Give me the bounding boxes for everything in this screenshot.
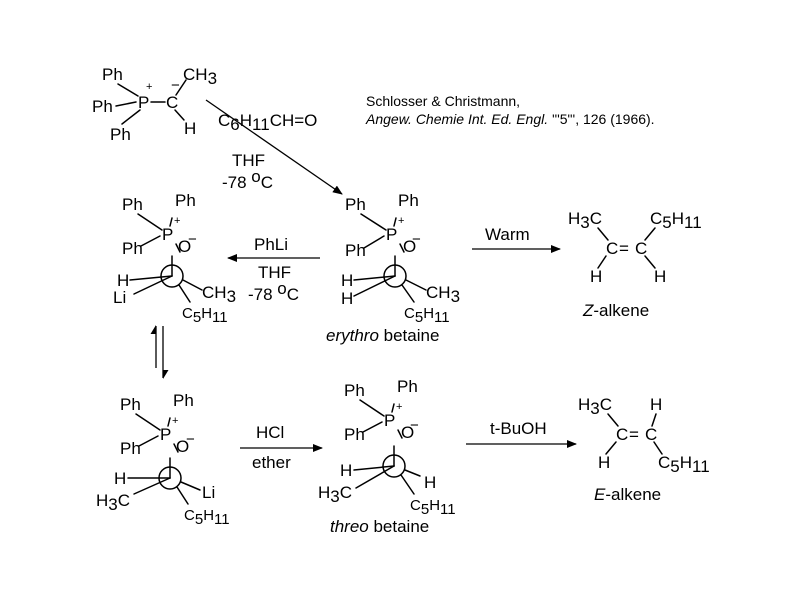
step1-temperature: -78 oC <box>222 167 273 192</box>
erythro-label: erythro betaine <box>326 326 439 345</box>
lithio-phosphorus: P <box>162 225 173 244</box>
e-c5h11: C5H11 <box>658 453 710 476</box>
threo-ph-1: Ph <box>344 381 365 400</box>
threo-lithio-ph-1: Ph <box>120 395 141 414</box>
threo-h3c: H3C <box>318 483 352 506</box>
lithio-betaine-erythro: Ph Ph Ph P + O − H Li CH3 C5H11 <box>113 191 236 326</box>
threo-lithio-c5h11: C5H11 <box>184 507 230 528</box>
step2-temperature: -78 oC <box>248 279 299 304</box>
erythro-c5h11: C5H11 <box>404 305 450 326</box>
equilibrium-arrows <box>150 325 169 379</box>
step2-solvent: THF <box>258 263 291 282</box>
z-h-left: H <box>590 267 602 286</box>
e-c1: C <box>616 425 628 444</box>
lithio-li: Li <box>113 288 126 307</box>
ylide-phosphorus: P <box>138 93 149 112</box>
threo-h-left: H <box>340 461 352 480</box>
ylide-h: H <box>184 119 196 138</box>
e-h3c: H3C <box>578 395 612 418</box>
aldehyde-reagent: C6H11CH=O <box>218 111 317 134</box>
tbuoh-label: t-BuOH <box>490 419 547 438</box>
z-h3c: H3C <box>568 209 602 232</box>
lithio-ph-2: Ph <box>175 191 196 210</box>
lithio-betaine-threo: Ph Ph Ph P + O − H H3C Li C5H11 <box>96 391 230 528</box>
z-h-right: H <box>654 267 666 286</box>
threo-lithio-phosphorus: P <box>160 425 171 444</box>
threo-label: threo betaine <box>330 517 429 536</box>
erythro-plus: + <box>398 215 404 227</box>
erythro-ch3: CH3 <box>426 283 460 306</box>
step1-solvent: THF <box>232 151 265 170</box>
z-alkene-structure: H3C C5H11 C = C H H <box>568 209 702 286</box>
e-double-bond: = <box>629 425 639 444</box>
reference-authors: Schlosser & Christmann, <box>366 93 520 109</box>
erythro-ph-2: Ph <box>398 191 419 210</box>
threo-lithio-oxygen: O <box>176 437 189 456</box>
erythro-phosphorus: P <box>386 225 397 244</box>
ether-label: ether <box>252 453 291 472</box>
erythro-betaine: Ph Ph Ph P + O − H H CH3 C5H11 <box>341 191 460 326</box>
threo-lithio-li: Li <box>202 483 215 502</box>
lithio-minus: − <box>188 231 197 248</box>
ylide-ph-bottom: Ph <box>110 125 131 144</box>
z-c1: C <box>606 239 618 258</box>
threo-h-right: H <box>424 473 436 492</box>
z-double-bond: = <box>619 239 629 258</box>
threo-c5h11: C5H11 <box>410 497 456 518</box>
erythro-minus: − <box>412 231 421 248</box>
e-alkene-structure: H3C H C = C H C5H11 <box>578 395 710 476</box>
warm-label: Warm <box>485 225 530 244</box>
threo-oxygen: O <box>401 423 414 442</box>
threo-lithio-h3c: H3C <box>96 491 130 514</box>
aldehyde-formula: C6H11CH=O <box>218 111 317 134</box>
erythro-oxygen: O <box>403 237 416 256</box>
ylide-ch3: CH3 <box>183 65 217 88</box>
lithio-ph-1: Ph <box>122 195 143 214</box>
lithio-plus: + <box>174 215 180 227</box>
literature-reference: Schlosser & Christmann, Angew. Chemie In… <box>365 93 655 127</box>
lithio-h: H <box>117 271 129 290</box>
threo-phosphorus: P <box>384 411 395 430</box>
threo-lithio-h: H <box>114 469 126 488</box>
threo-minus: − <box>410 417 419 434</box>
threo-lithio-plus: + <box>172 415 178 427</box>
threo-plus: + <box>396 401 402 413</box>
ylide-structure: Ph Ph Ph P + C − CH3 H <box>92 65 217 144</box>
lithio-ch3: CH3 <box>202 283 236 306</box>
ylide-carbanion: C <box>166 93 178 112</box>
e-h-bottom: H <box>598 453 610 472</box>
ylide-ph-top: Ph <box>102 65 123 84</box>
hcl-label: HCl <box>256 423 284 442</box>
threo-ph-3: Ph <box>344 425 365 444</box>
phli-label: PhLi <box>254 235 288 254</box>
erythro-ph-3: Ph <box>345 241 366 260</box>
lithio-c5h11: C5H11 <box>182 305 228 326</box>
z-alkene-label: Z-alkene <box>582 301 649 320</box>
ylide-minus-charge: − <box>171 77 180 94</box>
ylide-ph-left: Ph <box>92 97 113 116</box>
z-c2: C <box>635 239 647 258</box>
reference-citation: Angew. Chemie Int. Ed. Engl."'5"', 126 (… <box>365 111 655 127</box>
z-c5h11: C5H11 <box>650 209 702 232</box>
threo-ph-2: Ph <box>397 377 418 396</box>
arrow-ylide-to-erythro <box>205 99 343 195</box>
e-c2: C <box>645 425 657 444</box>
erythro-h-lower: H <box>341 289 353 308</box>
threo-lithio-ph-3: Ph <box>120 439 141 458</box>
e-alkene-label: E-alkene <box>594 485 661 504</box>
threo-lithio-minus: − <box>186 431 195 448</box>
e-h-top: H <box>650 395 662 414</box>
lithio-ph-3: Ph <box>122 239 143 258</box>
threo-lithio-ph-2: Ph <box>173 391 194 410</box>
threo-betaine: Ph Ph Ph P + O − H H3C H C5H11 <box>318 377 456 518</box>
erythro-ph-1: Ph <box>345 195 366 214</box>
ylide-plus-charge: + <box>146 81 152 93</box>
lithio-oxygen: O <box>178 237 191 256</box>
erythro-h-upper: H <box>341 271 353 290</box>
